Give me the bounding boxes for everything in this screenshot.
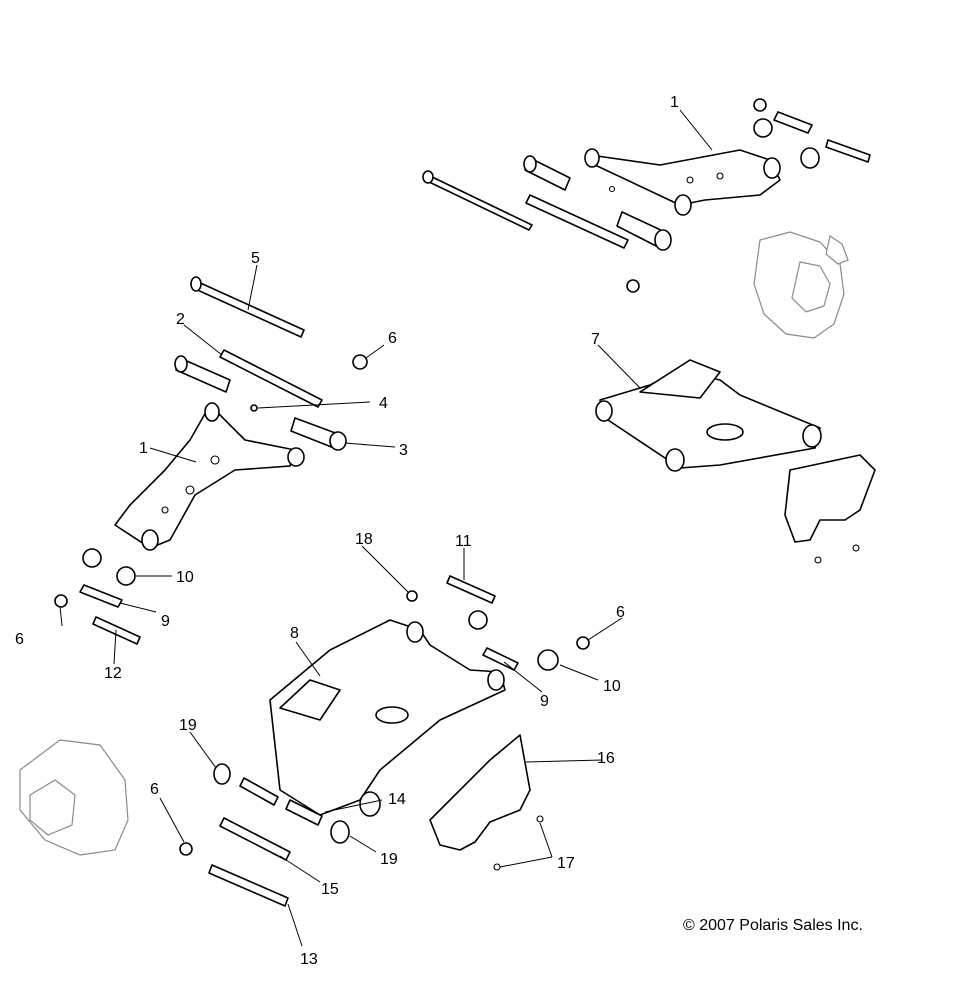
callout-6-left: 6 [15,631,24,648]
bushing-lower [239,777,279,806]
washer-19-a [213,763,231,785]
bushing-top-b [616,211,672,251]
small-hardware-top [608,98,871,293]
control-arm-left [114,402,305,551]
copyright-notice: © 2007 Polaris Sales Inc. [683,917,863,934]
callout-8: 8 [290,625,299,642]
callout-5: 5 [251,250,260,267]
sleeve-9-middle [482,647,519,671]
bushing-top-a [523,155,571,191]
callout-6-upper: 6 [388,330,397,347]
nut-6-lower [179,842,193,856]
callout-19-upper: 19 [179,717,197,734]
bushing-3 [290,417,347,451]
callout-17: 17 [557,855,575,872]
sleeve-9-left [79,584,123,608]
pivot-tube-2 [219,349,323,408]
nut-6-middle [576,636,590,650]
bushing-sleeve-left [174,355,231,393]
swing-arm-8 [269,619,506,817]
grease-fitting-4 [250,404,258,412]
callout-4: 4 [379,395,388,412]
callout-16: 16 [597,750,615,767]
leader-lines [59,109,713,947]
callout-9-middle: 9 [540,693,549,710]
screws-17 [493,815,544,871]
callout-10-left: 10 [176,569,194,586]
callout-2: 2 [176,311,185,328]
pivot-tube-top [525,194,629,249]
callout-11: 11 [455,533,472,550]
callout-13: 13 [300,951,318,968]
callout-3: 3 [399,442,408,459]
callout-18: 18 [355,531,373,548]
hub-knuckle-top-right [753,231,849,339]
bushing-10-left [82,548,136,586]
callout-19-lower: 19 [380,851,398,868]
bolt-11 [446,575,496,604]
nut-6-upper [352,354,368,370]
bolt-5 [190,276,305,338]
callout-6-lower: 6 [150,781,159,798]
callout-12: 12 [104,665,122,682]
callout-labels: 1 5 2 6 7 4 3 1 18 11 10 9 6 6 8 12 10 9… [15,94,679,968]
long-bolt-top [422,170,533,231]
hub-knuckle-lower-left [19,739,129,856]
bushing-10-middle [537,649,559,671]
guard-plate-right [784,454,876,564]
callout-9-left: 9 [161,613,170,630]
callout-7: 7 [591,331,600,348]
callout-14: 14 [388,791,406,808]
callout-6-middle: 6 [616,604,625,621]
callout-15: 15 [321,881,339,898]
sleeve-14 [285,799,323,826]
callout-1-left: 1 [139,440,148,457]
tube-15 [219,817,291,861]
control-arm-upper-right [584,148,781,216]
fitting-18 [406,590,418,602]
bolt-12 [92,616,141,645]
callout-10-middle: 10 [603,678,621,695]
swing-arm-7 [595,359,822,472]
washer-19-b [330,820,350,844]
callout-1-top: 1 [670,94,679,111]
bushing-middle [468,610,488,630]
bolt-13 [208,864,289,907]
guard-plate-16 [429,734,531,851]
nut-6-left [54,594,68,608]
